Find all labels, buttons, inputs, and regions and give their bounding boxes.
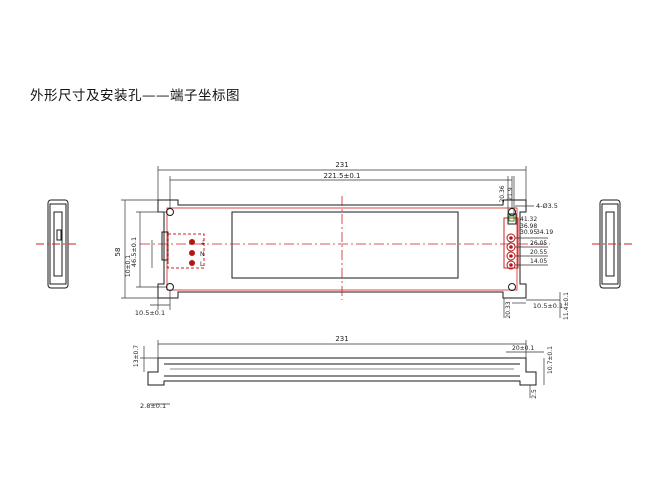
top-dimensions [157,166,527,208]
dim-side-2: 20±0.1 [512,345,534,352]
dim-right-1: 41.32 [520,216,537,223]
dim-vert-right: 11.4±0.1 [563,292,570,320]
dim-side-5: 2.5 [531,389,538,399]
dim-right-2: 36.98 [520,223,537,230]
right-end-view [592,199,632,289]
dim-height-holes: 46.5±0.1 [130,237,138,267]
dim-side-1: 13±0.7 [133,345,140,367]
dim-height-total: 58 [114,248,122,257]
dim-left-inset: 10.5±0.1 [135,309,165,317]
dim-right-6: 20.55 [530,249,547,256]
drawing-title: 外形尺寸及安装孔——端子坐标图 [30,88,240,104]
dim-vert-bottom: 20.33 [505,301,512,318]
dim-side-4: 2.8±0.1 [140,402,166,410]
side-view [147,357,537,386]
terminal-label: N [200,251,205,258]
dim-side-total: 231 [335,335,348,343]
dim-right-inset: 10.5±0.1 [533,302,563,310]
right-dimensions [503,176,561,318]
dim-right-top-a: 20.36 [499,185,506,202]
dim-top-holes: 221.5±0.1 [323,172,360,180]
left-end-view [36,199,78,289]
dim-side-3: 10.7±0.1 [547,346,554,374]
dim-right-4: 34.19 [536,229,553,236]
dim-right-top-b: 21.9 [507,187,514,201]
dim-right-3: 30.95 [520,229,537,236]
left-terminals: ⏚ N L [189,239,206,268]
dim-holes-label: 4-Ø3.5 [536,202,558,210]
dim-top-total: 231 [335,161,348,169]
dim-left-small: 10±0.1 [125,255,132,277]
top-view [140,196,550,300]
side-dimensions [140,340,545,405]
terminal-label: L [200,261,204,268]
left-dimensions [121,199,171,310]
dim-right-7: 14.05 [530,258,547,265]
terminal-label: ⏚ [200,240,206,247]
right-terminals [506,215,516,270]
dim-right-5: 26.05 [530,240,547,247]
